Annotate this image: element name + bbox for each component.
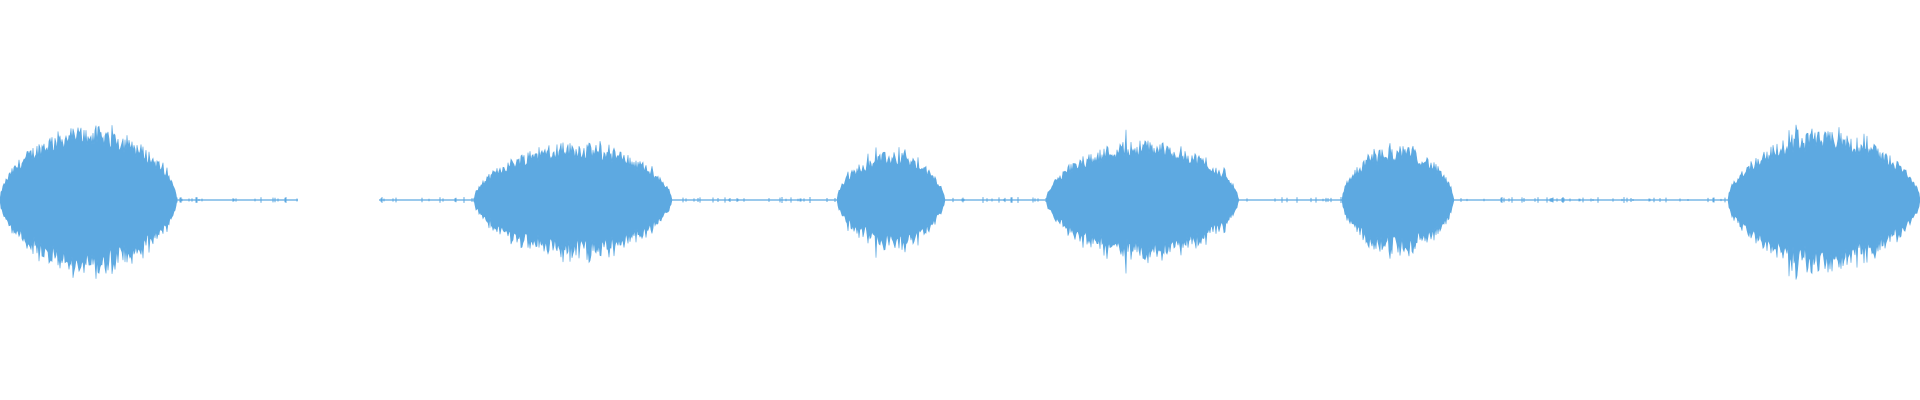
waveform-burst-6 xyxy=(1727,124,1920,280)
waveform-noise xyxy=(176,197,1726,203)
waveform-burst-4 xyxy=(1045,129,1240,274)
waveform-burst-1 xyxy=(0,125,178,279)
waveform-burst-3 xyxy=(836,147,946,258)
waveform-burst-2 xyxy=(473,141,673,264)
waveform-burst-5 xyxy=(1341,143,1455,259)
